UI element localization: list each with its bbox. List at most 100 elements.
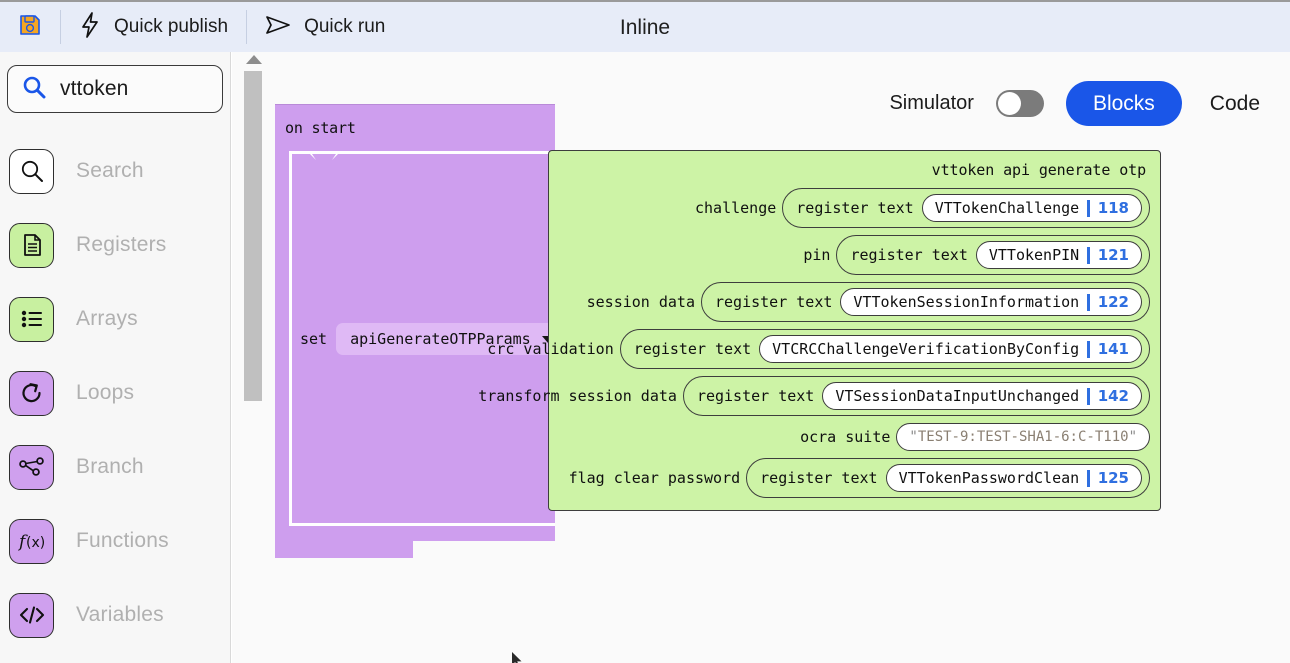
sidebar-item-functions[interactable]: f (x) Functions [0, 504, 231, 578]
search-input-value: vttoken [60, 77, 128, 101]
blocks-canvas[interactable]: Simulator Blocks Code on start [232, 52, 1290, 663]
sidebar-item-label: Search [76, 159, 144, 183]
search-input[interactable]: vttoken [7, 65, 223, 113]
chip-divider [1087, 247, 1090, 264]
magnifier-icon [9, 149, 54, 194]
arg-row-ocra-suite: ocra suite "TEST-9:TEST-SHA1-6:C-T110" [559, 423, 1150, 451]
register-name: VTTokenChallenge [935, 199, 1080, 217]
register-chip[interactable]: VTTokenChallenge 118 [922, 194, 1142, 222]
quick-run-label: Quick run [304, 16, 385, 38]
category-list: Search Registers [0, 134, 231, 652]
quick-run-button[interactable]: Quick run [247, 1, 403, 53]
sidebar-item-label: Branch [76, 455, 144, 479]
register-text-block[interactable]: register text VTTokenSessionInformation … [701, 282, 1150, 322]
sidebar-item-label: Loops [76, 381, 134, 405]
top-toolbar: Quick publish Quick run Inline [0, 0, 1290, 52]
arg-label: flag clear password [569, 469, 741, 487]
register-chip[interactable]: VTCRCChallengeVerificationByConfig 141 [759, 335, 1142, 363]
chip-divider [1087, 388, 1090, 405]
fx-icon: f (x) [9, 519, 54, 564]
register-keyword: register text [850, 246, 967, 264]
search-icon [22, 75, 46, 104]
arg-row-transform-session-data: transform session data register text VTS… [559, 376, 1150, 416]
register-number: 125 [1098, 469, 1129, 487]
save-floppy-icon [18, 13, 42, 42]
set-keyword: set [300, 330, 327, 348]
arg-row-pin: pin register text VTTokenPIN 121 [559, 235, 1150, 275]
open-quote: " [909, 429, 917, 445]
register-keyword: register text [634, 340, 751, 358]
paper-plane-icon [265, 14, 291, 41]
register-name: VTTokenPIN [989, 246, 1079, 264]
save-button[interactable] [0, 1, 60, 53]
register-chip[interactable]: VTTokenPIN 121 [976, 241, 1142, 269]
on-start-label: on start [285, 119, 356, 137]
simulator-label: Simulator [889, 92, 973, 115]
code-tab-button[interactable]: Code [1204, 92, 1266, 116]
arg-row-challenge: challenge register text VTTokenChallenge… [559, 188, 1150, 228]
register-text-block[interactable]: register text VTTokenPIN 121 [836, 235, 1150, 275]
arg-label: session data [587, 293, 695, 311]
canvas-toolbar: Simulator Blocks Code [889, 81, 1266, 126]
register-keyword: register text [697, 387, 814, 405]
register-text-block[interactable]: register text VTTokenPasswordClean 125 [746, 458, 1150, 498]
sidebar-item-label: Arrays [76, 307, 138, 331]
register-chip[interactable]: VTTokenPasswordClean 125 [886, 464, 1142, 492]
register-text-block[interactable]: register text VTSessionDataInputUnchange… [683, 376, 1150, 416]
vertical-scrollbar[interactable] [239, 55, 267, 405]
register-keyword: register text [760, 469, 877, 487]
sidebar-item-label: Registers [76, 233, 167, 257]
register-keyword: register text [715, 293, 832, 311]
register-keyword: register text [796, 199, 913, 217]
register-chip[interactable]: VTTokenSessionInformation 122 [840, 288, 1142, 316]
register-number: 142 [1098, 387, 1129, 405]
quick-publish-label: Quick publish [114, 16, 228, 38]
string-literal-field[interactable]: "TEST-9:TEST-SHA1-6:C-T110" [896, 423, 1150, 451]
toggle-knob [998, 92, 1021, 115]
scroll-up-arrow-icon[interactable] [246, 55, 262, 64]
branch-node-icon [9, 445, 54, 490]
on-start-foot [275, 526, 413, 558]
register-chip[interactable]: VTSessionDataInputUnchanged 142 [822, 382, 1142, 410]
sidebar-item-branch[interactable]: Branch [0, 430, 231, 504]
scrollbar-thumb[interactable] [244, 71, 262, 401]
sidebar-item-variables[interactable]: Variables [0, 578, 231, 652]
simulator-toggle[interactable] [996, 90, 1044, 117]
sidebar-item-search[interactable]: Search [0, 134, 231, 208]
register-name: VTTokenSessionInformation [853, 293, 1079, 311]
close-quote: " [1129, 429, 1137, 445]
arg-label: crc validation [487, 340, 613, 358]
bullet-list-icon [9, 297, 54, 342]
vttoken-api-generate-otp-block[interactable]: vttoken api generate otp challenge regis… [548, 150, 1161, 511]
sidebar-item-label: Variables [76, 603, 164, 627]
arg-row-session-data: session data register text VTTokenSessio… [559, 282, 1150, 322]
register-text-block[interactable]: register text VTCRCChallengeVerification… [620, 329, 1150, 369]
sidebar-item-loops[interactable]: Loops [0, 356, 231, 430]
lightning-bolt-icon [79, 12, 101, 43]
arg-row-flag-clear-password: flag clear password register text VTToke… [559, 458, 1150, 498]
sidebar-item-arrays[interactable]: Arrays [0, 282, 231, 356]
sidebar-item-registers[interactable]: Registers [0, 208, 231, 282]
register-name: VTCRCChallengeVerificationByConfig [772, 340, 1079, 358]
arg-label: ocra suite [800, 428, 890, 446]
register-name: VTSessionDataInputUnchanged [835, 387, 1079, 405]
quick-publish-button[interactable]: Quick publish [61, 1, 246, 53]
string-value: TEST-9:TEST-SHA1-6:C-T110 [918, 429, 1129, 445]
block-title: vttoken api generate otp [559, 161, 1150, 179]
arg-row-crc-validation: crc validation register text VTCRCChalle… [559, 329, 1150, 369]
on-start-block[interactable]: on start set apiGenerateOTPParams [275, 104, 555, 541]
code-brackets-icon [9, 593, 54, 638]
block-notch [304, 151, 344, 160]
register-text-block[interactable]: register text VTTokenChallenge 118 [782, 188, 1150, 228]
refresh-arrow-icon [9, 371, 54, 416]
chip-divider [1087, 200, 1090, 217]
register-number: 141 [1098, 340, 1129, 358]
register-number: 118 [1098, 199, 1129, 217]
blocks-tab-button[interactable]: Blocks [1066, 81, 1182, 126]
register-name: VTTokenPasswordClean [899, 469, 1080, 487]
chip-divider [1087, 470, 1090, 487]
svg-text:(x): (x) [26, 535, 45, 551]
mouse-cursor [512, 652, 523, 663]
sidebar-item-label: Functions [76, 529, 169, 553]
